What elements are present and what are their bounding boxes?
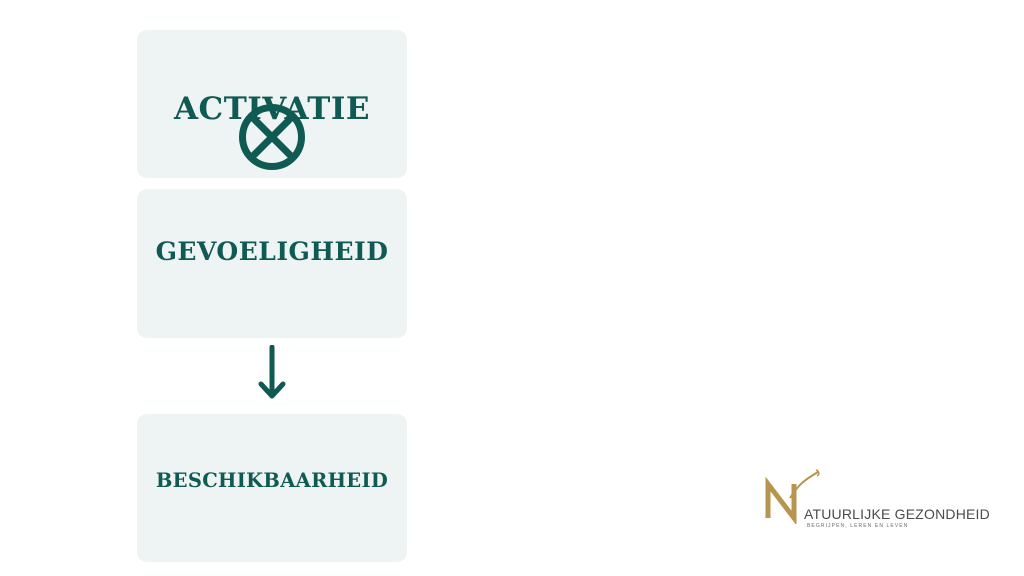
- logo-mark-icon: N: [765, 469, 820, 524]
- step-label: GEVOELIGHEID: [155, 237, 389, 266]
- logo-tagline: BEGRIJPEN, LEREN EN LEVEN: [807, 523, 909, 529]
- brand-logo: N ATUURLIJKE GEZONDHEID BEGRIJPEN, LEREN…: [760, 468, 1000, 532]
- step-activatie: ACTIVATIE: [137, 30, 407, 178]
- logo-name: ATUURLIJKE GEZONDHEID: [804, 506, 990, 522]
- arrow-down-icon: [258, 345, 286, 399]
- step-gevoeligheid: GEVOELIGHEID: [137, 189, 407, 338]
- step-beschikbaarheid: BESCHIKBAARHEID: [137, 414, 407, 562]
- step-label: BESCHIKBAARHEID: [155, 469, 389, 492]
- x-circle-icon: [239, 104, 305, 170]
